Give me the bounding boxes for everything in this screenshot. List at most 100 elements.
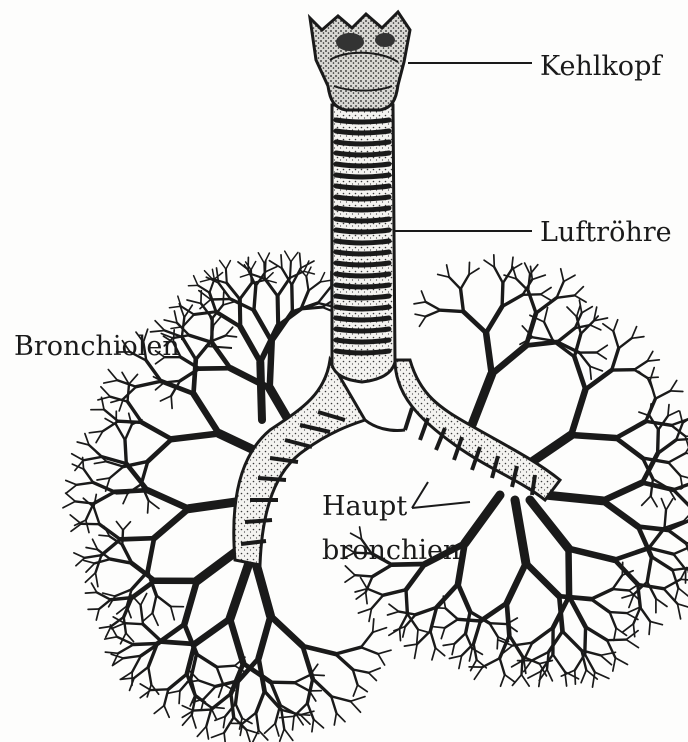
bronchiole-branch bbox=[547, 669, 552, 681]
bronchiole-branch bbox=[320, 273, 325, 282]
bronchiole-branch bbox=[256, 713, 259, 731]
bronchiole-branch bbox=[265, 724, 276, 734]
bronchiole-branch bbox=[650, 381, 655, 399]
bronchiole-branch bbox=[623, 624, 634, 632]
bronchiole-branch bbox=[164, 689, 168, 705]
bronchiole-branch bbox=[120, 538, 154, 539]
bronchiole-branch bbox=[675, 588, 679, 601]
bronchiole-branch bbox=[353, 670, 369, 673]
bronchiole-branch bbox=[254, 286, 256, 311]
bronchiole-branch bbox=[95, 559, 111, 563]
bronchiole-branch bbox=[647, 582, 656, 599]
trachea-ring bbox=[336, 219, 389, 221]
bronchiole-branch bbox=[124, 656, 141, 658]
bronchiole-branch bbox=[647, 351, 653, 361]
bronchiole-branch bbox=[632, 327, 637, 339]
bronchiole-branch bbox=[106, 626, 111, 637]
trachea bbox=[332, 105, 395, 382]
bronchiole-branch bbox=[278, 309, 301, 326]
bronchiole-branch bbox=[585, 370, 611, 389]
bronchiole-branch bbox=[84, 469, 94, 482]
trachea-ring bbox=[336, 318, 389, 320]
label-bronchien: bronchien bbox=[322, 536, 460, 566]
bronchiole-branch bbox=[292, 285, 293, 312]
bronchiole-branch bbox=[615, 548, 649, 560]
bronchiole-branch bbox=[194, 360, 196, 394]
bronchiole-branch bbox=[463, 312, 486, 333]
bronchiole-branch bbox=[125, 623, 143, 624]
bronchiole-branch bbox=[490, 623, 498, 637]
bronchiole-branch bbox=[312, 719, 314, 732]
bronchiole-branch bbox=[500, 658, 505, 675]
bronchiole-branch bbox=[361, 578, 368, 589]
bronchiole-branch bbox=[646, 421, 672, 425]
bronchiole-branch bbox=[211, 299, 231, 300]
bronchiole-branch bbox=[449, 277, 460, 289]
bronchiole-branch bbox=[483, 658, 500, 667]
bronchiole-branch bbox=[530, 500, 569, 549]
bronchiole-branch bbox=[86, 563, 95, 572]
bronchiole-branch bbox=[369, 673, 377, 681]
bronchiole-branch bbox=[94, 507, 100, 524]
bronchiole-branch bbox=[668, 463, 680, 476]
bronchiole-branch bbox=[116, 522, 123, 531]
bronchiole-branch bbox=[446, 608, 458, 619]
bronchiole-branch bbox=[224, 733, 226, 742]
bronchiole-branch bbox=[122, 530, 123, 545]
bronchiole-branch bbox=[356, 592, 366, 599]
trachea-ring bbox=[336, 274, 389, 276]
bronchiole-branch bbox=[153, 596, 157, 614]
bronchiole-branch bbox=[590, 325, 601, 330]
bronchiole-branch bbox=[603, 324, 614, 332]
bronchiole-branch bbox=[96, 573, 98, 587]
bronchiole-branch bbox=[83, 457, 102, 461]
bronchiole-branch bbox=[104, 380, 118, 383]
bronchiole-branch bbox=[373, 628, 387, 633]
bronchiole-branch bbox=[164, 706, 169, 718]
bronchiole-branch bbox=[613, 589, 630, 590]
bronchiole-branch bbox=[85, 592, 96, 593]
bronchiole-branch bbox=[101, 387, 110, 397]
bronchiole-branch bbox=[378, 650, 391, 654]
bronchiole-branch bbox=[194, 394, 219, 434]
bronchiole-branch bbox=[634, 361, 647, 370]
trachea-ring bbox=[336, 252, 389, 254]
bronchiole-branch bbox=[383, 590, 406, 596]
bronchiole-branch bbox=[590, 366, 591, 379]
bronchiole-branch bbox=[141, 594, 147, 606]
bronchiole-branch bbox=[472, 649, 482, 655]
bronchiole-branch bbox=[651, 496, 657, 507]
bronchiole-branch bbox=[369, 609, 372, 622]
label-kehlkopf: Kehlkopf bbox=[540, 52, 661, 82]
bronchiole-branch bbox=[182, 327, 183, 340]
bronchiole-branch bbox=[148, 439, 172, 461]
bronchiole-branch bbox=[134, 644, 158, 645]
bronchiole-branch bbox=[318, 287, 331, 303]
bronchiole-branch bbox=[673, 570, 679, 588]
bronchiole-branch bbox=[603, 501, 638, 527]
bronchiole-branch bbox=[516, 279, 528, 291]
bronchiole-branch bbox=[334, 713, 336, 725]
bronchiole-branch bbox=[353, 685, 357, 696]
bronchiole-branch bbox=[571, 390, 585, 436]
bronchiole-branch bbox=[612, 348, 619, 370]
bronchiole-branch bbox=[136, 381, 161, 387]
bronchiole-branch bbox=[541, 294, 553, 301]
bronchiole-branch bbox=[132, 656, 141, 672]
bronchiole-branch bbox=[93, 483, 115, 492]
bronchiole-branch bbox=[96, 609, 99, 620]
bronchiole-branch bbox=[607, 640, 615, 658]
bronchiole-branch bbox=[557, 282, 564, 298]
bronchiole-branch bbox=[254, 310, 272, 341]
bronchiole-branch bbox=[575, 287, 584, 296]
trachea-ring bbox=[336, 164, 389, 166]
trachea-ring bbox=[336, 120, 389, 122]
bronchiole-branch bbox=[160, 396, 171, 401]
trachea-ring bbox=[336, 263, 389, 265]
trachea-ring bbox=[336, 340, 389, 342]
bronchiole-branch bbox=[194, 312, 216, 315]
bronchiole-branch bbox=[116, 425, 125, 440]
bronchiole-branch bbox=[674, 547, 688, 554]
bronchiole-branch bbox=[668, 411, 679, 416]
bronchiole-branch bbox=[251, 262, 256, 270]
